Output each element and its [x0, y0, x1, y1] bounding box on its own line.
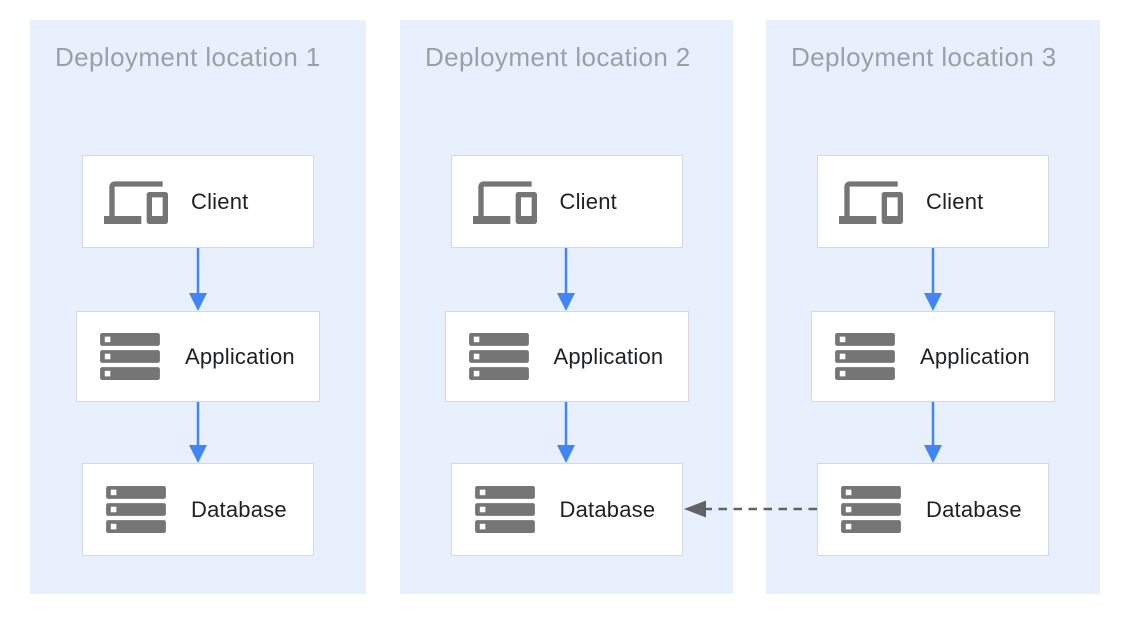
- panel-title: Deployment location 2: [425, 42, 691, 72]
- node-label: Client: [926, 188, 984, 214]
- node-application: Application: [76, 311, 320, 402]
- devices-icon: [103, 172, 169, 232]
- node-database: Database: [817, 463, 1049, 556]
- node-label: Client: [559, 188, 617, 214]
- server-stack-icon: [103, 486, 169, 533]
- devices-icon: [838, 172, 904, 232]
- panel-deployment-location-1: Deployment location 1 Client: [30, 20, 366, 594]
- server-stack-icon: [466, 333, 532, 380]
- node-client: Client: [82, 155, 314, 248]
- node-label: Client: [191, 188, 249, 214]
- panel-title: Deployment location 1: [55, 42, 321, 72]
- node-database: Database: [82, 463, 314, 556]
- panel-deployment-location-3: Deployment location 3 Client: [766, 20, 1100, 594]
- node-label: Application: [553, 343, 664, 369]
- node-label: Database: [559, 496, 656, 522]
- node-client: Client: [817, 155, 1049, 248]
- node-application: Application: [444, 311, 689, 402]
- node-database: Database: [450, 463, 683, 556]
- server-stack-icon: [838, 486, 904, 533]
- server-stack-icon: [832, 333, 898, 380]
- node-label: Application: [920, 343, 1030, 369]
- panel-title: Deployment location 3: [791, 42, 1057, 72]
- server-stack-icon: [472, 486, 538, 533]
- node-label: Database: [191, 496, 287, 522]
- node-application: Application: [811, 311, 1055, 402]
- server-stack-icon: [97, 333, 163, 380]
- node-label: Database: [926, 496, 1022, 522]
- node-client: Client: [450, 155, 683, 248]
- panel-deployment-location-2: Deployment location 2 Client: [400, 20, 733, 594]
- node-label: Application: [185, 343, 295, 369]
- devices-icon: [472, 172, 538, 232]
